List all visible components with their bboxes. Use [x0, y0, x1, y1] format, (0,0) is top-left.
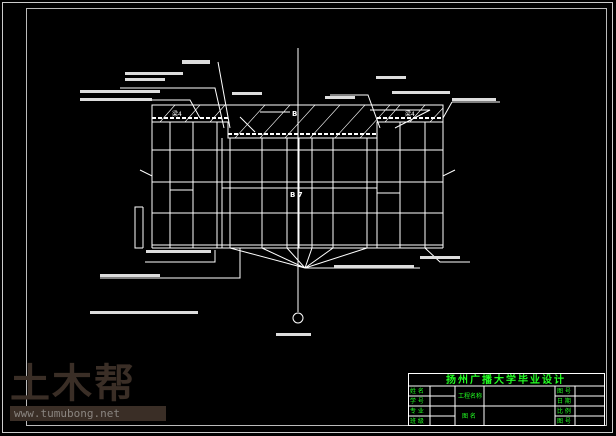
- watermark: 土木帮 www.tumubong.net: [10, 362, 166, 421]
- tb-label-name: 姓 名: [410, 388, 424, 395]
- slab-hatch: [159, 104, 444, 139]
- watermark-url: www.tumubong.net: [10, 406, 166, 421]
- tb-label-date: 日 期: [557, 398, 571, 405]
- brace-lines: [229, 247, 420, 269]
- center-label-b7: B 7: [290, 191, 303, 199]
- title-block-title: 扬州广播大学毕业设计: [446, 375, 566, 386]
- side-steps: [139, 160, 456, 177]
- side-label-right: 梁4: [405, 111, 415, 118]
- tb-label-major: 专 业: [410, 408, 424, 415]
- left-bracket: [134, 206, 144, 249]
- side-label-left: 梁4: [172, 111, 182, 118]
- annotation-text: [80, 60, 496, 336]
- inner-frame: [26, 8, 607, 426]
- leader-lines: [80, 61, 500, 279]
- title-block: [408, 373, 605, 426]
- watermark-logo: 土木帮: [10, 361, 136, 407]
- formwork: [152, 117, 443, 135]
- center-label-b: B: [292, 110, 298, 118]
- tb-label-sheet: 图 号: [557, 418, 571, 425]
- tb-label-drawing-no: 图 号: [557, 388, 571, 395]
- tb-label-class: 班 级: [410, 418, 424, 425]
- tb-label-scale: 比 例: [557, 408, 571, 415]
- tb-label-project: 工程名称: [458, 393, 483, 400]
- tb-label-id: 学 号: [410, 398, 424, 405]
- axis-bubble: [292, 312, 304, 324]
- tb-label-drawing-name: 图 名: [462, 413, 476, 420]
